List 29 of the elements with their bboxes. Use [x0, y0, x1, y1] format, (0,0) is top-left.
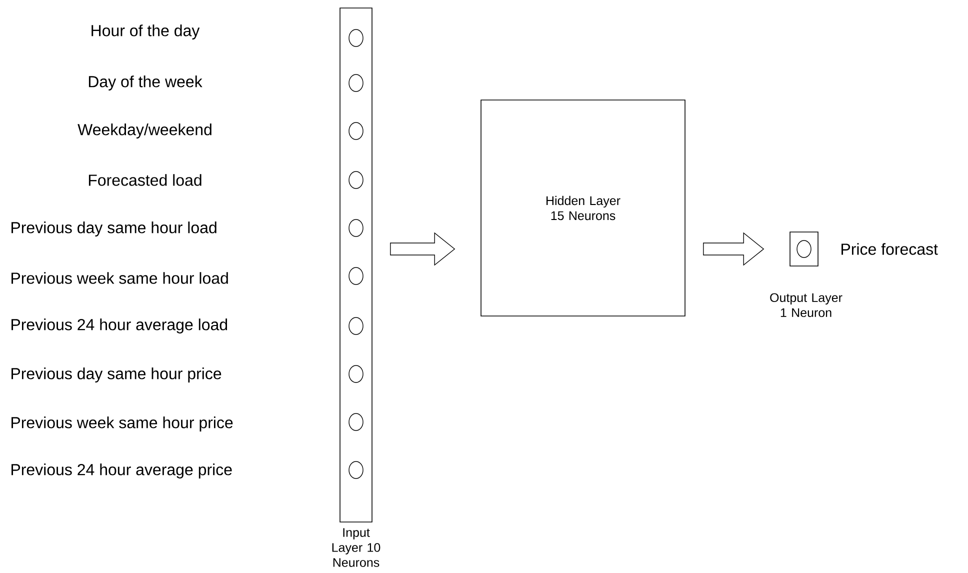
- neuron-circle: [796, 240, 812, 258]
- hidden-layer-box: Hidden Layer 15 Neurons: [480, 100, 686, 316]
- neuron-circle: [348, 171, 364, 189]
- neuron-circle: [348, 317, 364, 335]
- output-label: Price forecast: [842, 243, 938, 255]
- input-label: Forecasted load: [88, 174, 202, 186]
- output-layer-box: Output Layer 1 Neuron: [770, 232, 842, 318]
- input-label: Day of the week: [88, 76, 202, 90]
- neuron-circle: [348, 267, 364, 285]
- input-label: Previous day same hour load: [12, 222, 216, 236]
- neuron-circle: [348, 219, 364, 237]
- block-arrow: [390, 232, 456, 266]
- node-label: Input Layer 10 Neurons: [332, 528, 380, 567]
- input-label: Previous day same hour price: [12, 368, 222, 382]
- input-label: Previous 24 hour average price: [12, 464, 232, 478]
- input-label: Weekday/weekend: [78, 124, 212, 138]
- neuron-circle: [348, 29, 364, 47]
- neuron-circle: [348, 74, 364, 92]
- input-label: Hour of the day: [92, 24, 200, 40]
- input-layer-box: Input Layer 10 Neurons: [332, 8, 380, 567]
- node-label: Output Layer 1 Neuron: [770, 293, 842, 318]
- input-label: Previous 24 hour average load: [12, 318, 228, 334]
- neuron-circle: [348, 413, 364, 431]
- neuron-circle: [348, 122, 364, 140]
- input-label: Previous week same hour price: [12, 416, 233, 432]
- block-arrow: [703, 232, 764, 266]
- neuron-circle: [348, 461, 364, 479]
- input-label: Previous week same hour load: [12, 272, 228, 284]
- neuron-circle: [348, 365, 364, 383]
